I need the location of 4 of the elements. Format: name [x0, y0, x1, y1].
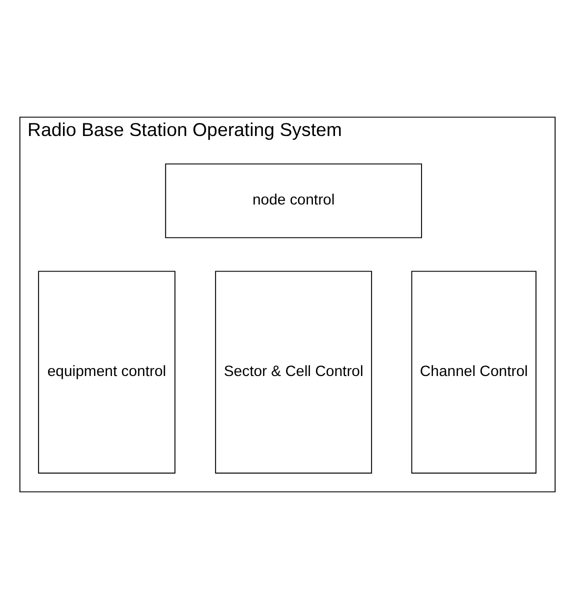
node-box: node control	[165, 163, 422, 238]
node-box: Sector & Cell Control	[215, 270, 372, 474]
node-box: Channel Control	[411, 270, 536, 474]
node-box: equipment control	[38, 270, 176, 474]
